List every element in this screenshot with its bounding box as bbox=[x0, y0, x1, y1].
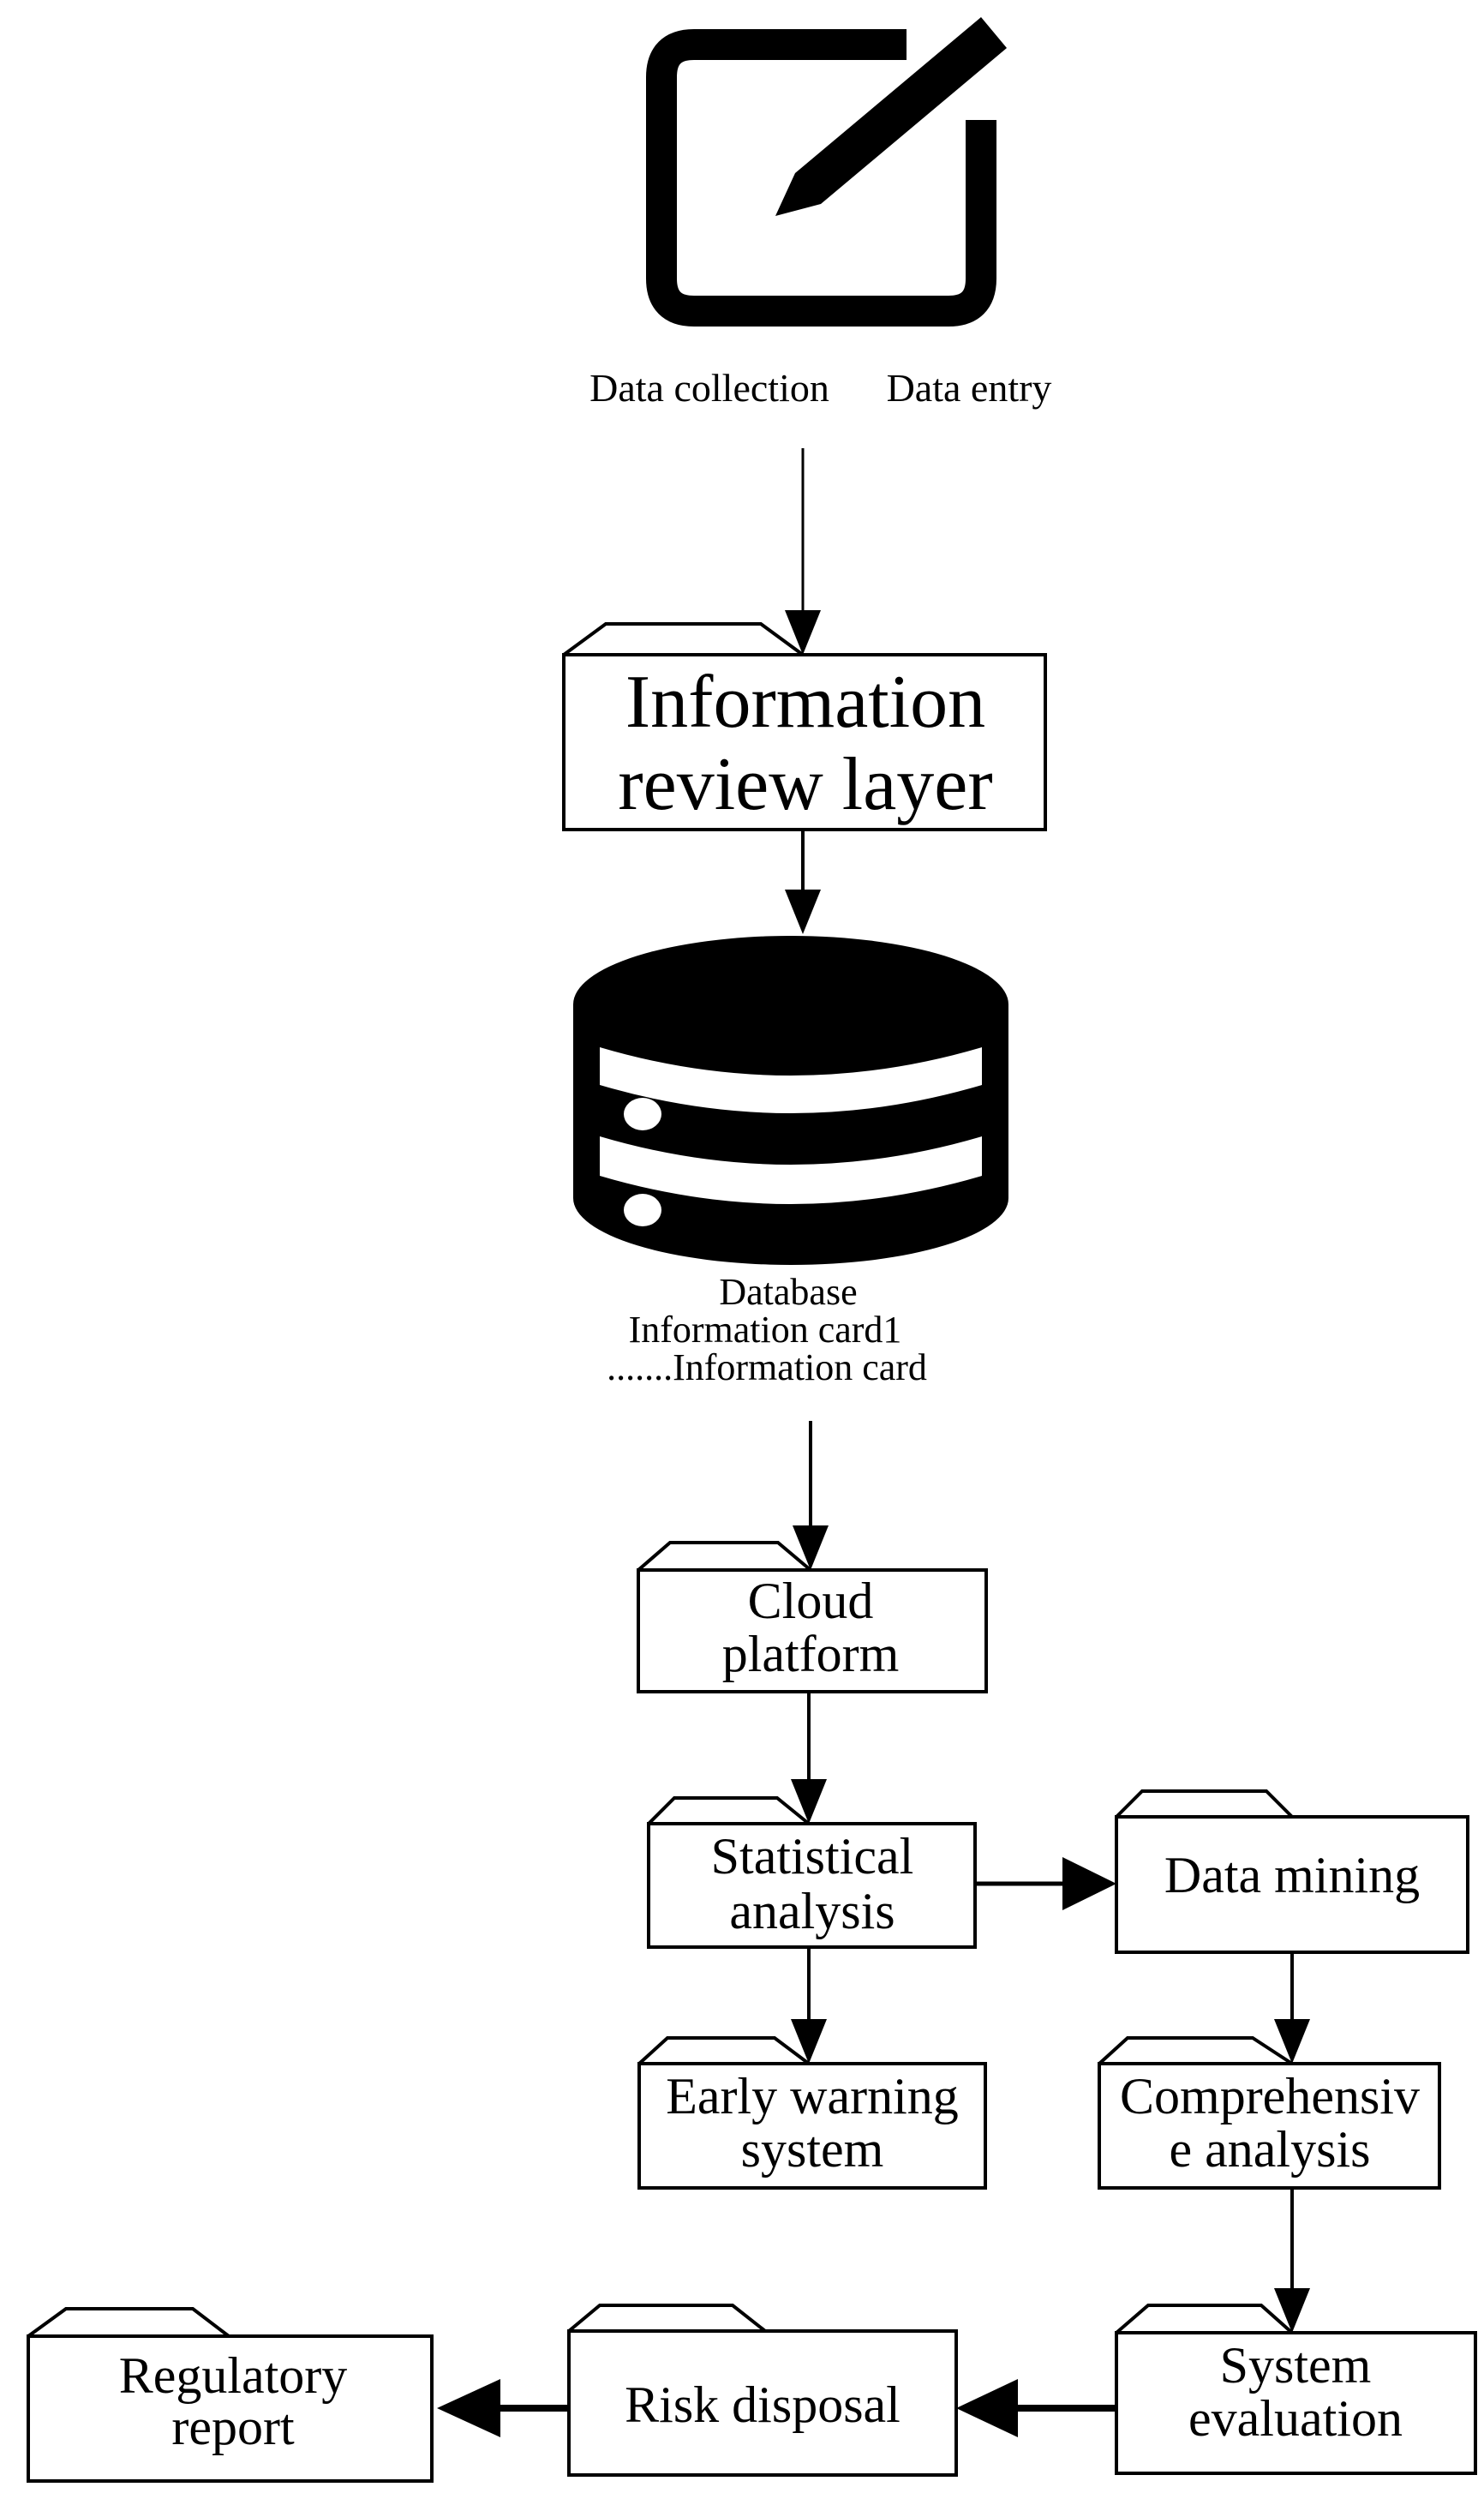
node-early-warning-body bbox=[637, 2062, 987, 2190]
database-icon-led-top bbox=[624, 1098, 661, 1130]
node-risk-disposal-label: Risk disposal bbox=[625, 2376, 901, 2433]
node-data-mining-label: Data mining bbox=[1164, 1847, 1420, 1903]
node-cloud-platform-body bbox=[637, 1568, 988, 1693]
arrow-statistical-to-early bbox=[791, 1947, 827, 2064]
node-cloud-platform-tab bbox=[637, 1541, 812, 1572]
node-info-review-label-line2: review layer bbox=[618, 743, 992, 826]
node-statistical-analysis-tab bbox=[647, 1796, 811, 1825]
edit-icon-pen bbox=[775, 17, 1007, 216]
node-system-evaluation-label-line1: System bbox=[1220, 2337, 1372, 2394]
node-comprehensive-analysis-label-line2: e analysis bbox=[1170, 2121, 1371, 2178]
node-regulatory-report-label-line2: report bbox=[171, 2399, 295, 2455]
node-regulatory-report-body bbox=[27, 2334, 434, 2483]
arrow-cloud-to-statistical bbox=[791, 1692, 827, 1824]
arrow-review-to-database bbox=[785, 830, 821, 934]
node-early-warning-label-line2: system bbox=[741, 2121, 884, 2178]
arrow-system-to-risk bbox=[956, 2379, 1116, 2437]
node-info-review: Information review layer bbox=[562, 622, 1047, 831]
node-regulatory-report-tab bbox=[27, 2307, 230, 2338]
node-comprehensive-analysis: Comprehensiv e analysis bbox=[1098, 2036, 1441, 2190]
source-label-entry: Data entry bbox=[887, 366, 1052, 410]
database-caption-line2: Information card1 bbox=[629, 1309, 902, 1351]
database-caption-line3: .......Information card bbox=[607, 1346, 927, 1388]
node-system-evaluation-label-line2: evaluation bbox=[1188, 2390, 1403, 2447]
node-info-review-body bbox=[562, 653, 1047, 831]
node-early-warning: Early warning system bbox=[637, 2036, 987, 2190]
node-comprehensive-analysis-body bbox=[1098, 2062, 1441, 2190]
node-risk-disposal-body bbox=[567, 2329, 958, 2477]
node-risk-disposal-tab bbox=[567, 2304, 767, 2333]
node-early-warning-tab bbox=[637, 2036, 811, 2065]
edit-pen-icon bbox=[646, 17, 1007, 327]
node-comprehensive-analysis-tab bbox=[1098, 2036, 1294, 2065]
edit-icon-frame bbox=[646, 29, 996, 327]
node-data-mining: Data mining bbox=[1115, 1789, 1469, 1954]
arrow-risk-to-regulatory bbox=[437, 2379, 569, 2437]
arrow-comprehensive-to-system bbox=[1274, 2188, 1310, 2333]
arrow-entry-to-review bbox=[785, 448, 821, 655]
database-icon-led-bottom bbox=[624, 1194, 661, 1226]
node-system-evaluation-body bbox=[1115, 2331, 1477, 2475]
node-cloud-platform-label-line1: Cloud bbox=[748, 1573, 874, 1629]
node-regulatory-report: Regulatory report bbox=[27, 2307, 434, 2483]
node-statistical-analysis-body bbox=[647, 1822, 977, 1949]
node-statistical-analysis: Statistical analysis bbox=[647, 1796, 977, 1949]
node-system-evaluation: System evaluation bbox=[1115, 2304, 1477, 2475]
node-comprehensive-analysis-label-line1: Comprehensiv bbox=[1120, 2068, 1420, 2124]
database-caption-line1: Database bbox=[719, 1271, 857, 1313]
source-label-collection: Data collection bbox=[589, 366, 829, 410]
node-statistical-analysis-label-line2: analysis bbox=[729, 1883, 895, 1939]
arrow-database-to-cloud bbox=[793, 1421, 829, 1570]
node-system-evaluation-tab bbox=[1115, 2304, 1294, 2334]
node-statistical-analysis-label-line1: Statistical bbox=[711, 1828, 914, 1885]
database-icon-band-bottom bbox=[600, 1136, 982, 1204]
node-info-review-label-line1: Information bbox=[625, 661, 985, 744]
node-info-review-tab bbox=[562, 622, 805, 656]
node-data-mining-tab bbox=[1115, 1789, 1294, 1819]
node-cloud-platform-label-line2: platform bbox=[722, 1626, 900, 1682]
node-early-warning-label-line1: Early warning bbox=[666, 2068, 959, 2124]
node-cloud-platform: Cloud platform bbox=[637, 1541, 988, 1693]
database-icon bbox=[573, 936, 1008, 1265]
node-risk-disposal: Risk disposal bbox=[567, 2304, 958, 2477]
database-icon-band-top bbox=[600, 1047, 982, 1113]
arrow-mining-to-comprehensive bbox=[1274, 1952, 1310, 2064]
node-regulatory-report-label-line1: Regulatory bbox=[119, 2347, 348, 2404]
arrow-statistical-to-mining bbox=[975, 1857, 1116, 1910]
node-data-mining-body bbox=[1115, 1815, 1469, 1954]
